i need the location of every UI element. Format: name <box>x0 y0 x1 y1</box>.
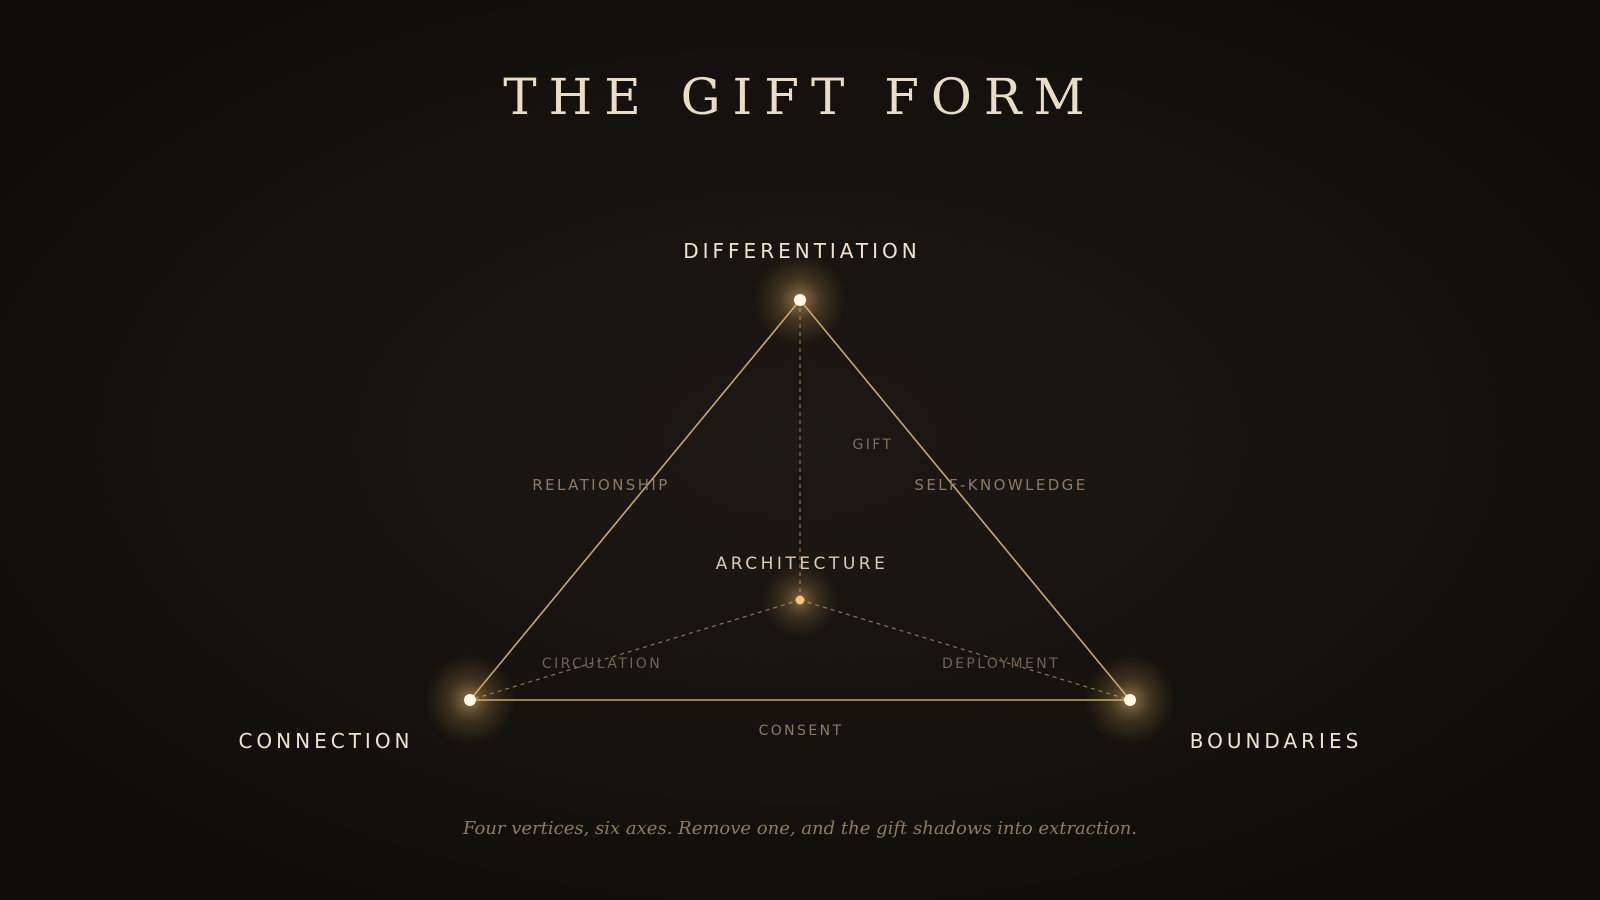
vertex-label-differentiation: DIFFERENTIATION <box>683 239 921 263</box>
edge-relationship <box>469 299 801 701</box>
vertex-dot-center <box>795 595 805 605</box>
axis-deployment <box>799 599 1131 701</box>
axis-label-consent: CONSENT <box>759 723 844 739</box>
edge-self-knowledge <box>799 299 1131 701</box>
vertex-dot-right <box>1124 694 1136 706</box>
axis-circulation <box>469 599 801 701</box>
axis-label-self-knowledge: SELF-KNOWLEDGE <box>914 476 1087 494</box>
vertex-label-boundaries: BOUNDARIES <box>1190 729 1363 753</box>
axis-label-gift: GIFT <box>853 437 894 453</box>
vertex-label-connection: CONNECTION <box>238 729 413 753</box>
axis-label-relationship: RELATIONSHIP <box>532 476 669 494</box>
vertex-label-architecture: ARCHITECTURE <box>716 554 889 574</box>
diagram-caption: Four vertices, six axes. Remove one, and… <box>462 818 1138 839</box>
axis-label-deployment: DEPLOYMENT <box>942 656 1060 672</box>
vertex-dot-top <box>794 294 806 306</box>
axis-label-circulation: CIRCULATION <box>542 656 662 672</box>
vertex-dot-left <box>464 694 476 706</box>
page-title: THE GIFT FORM <box>503 68 1097 126</box>
